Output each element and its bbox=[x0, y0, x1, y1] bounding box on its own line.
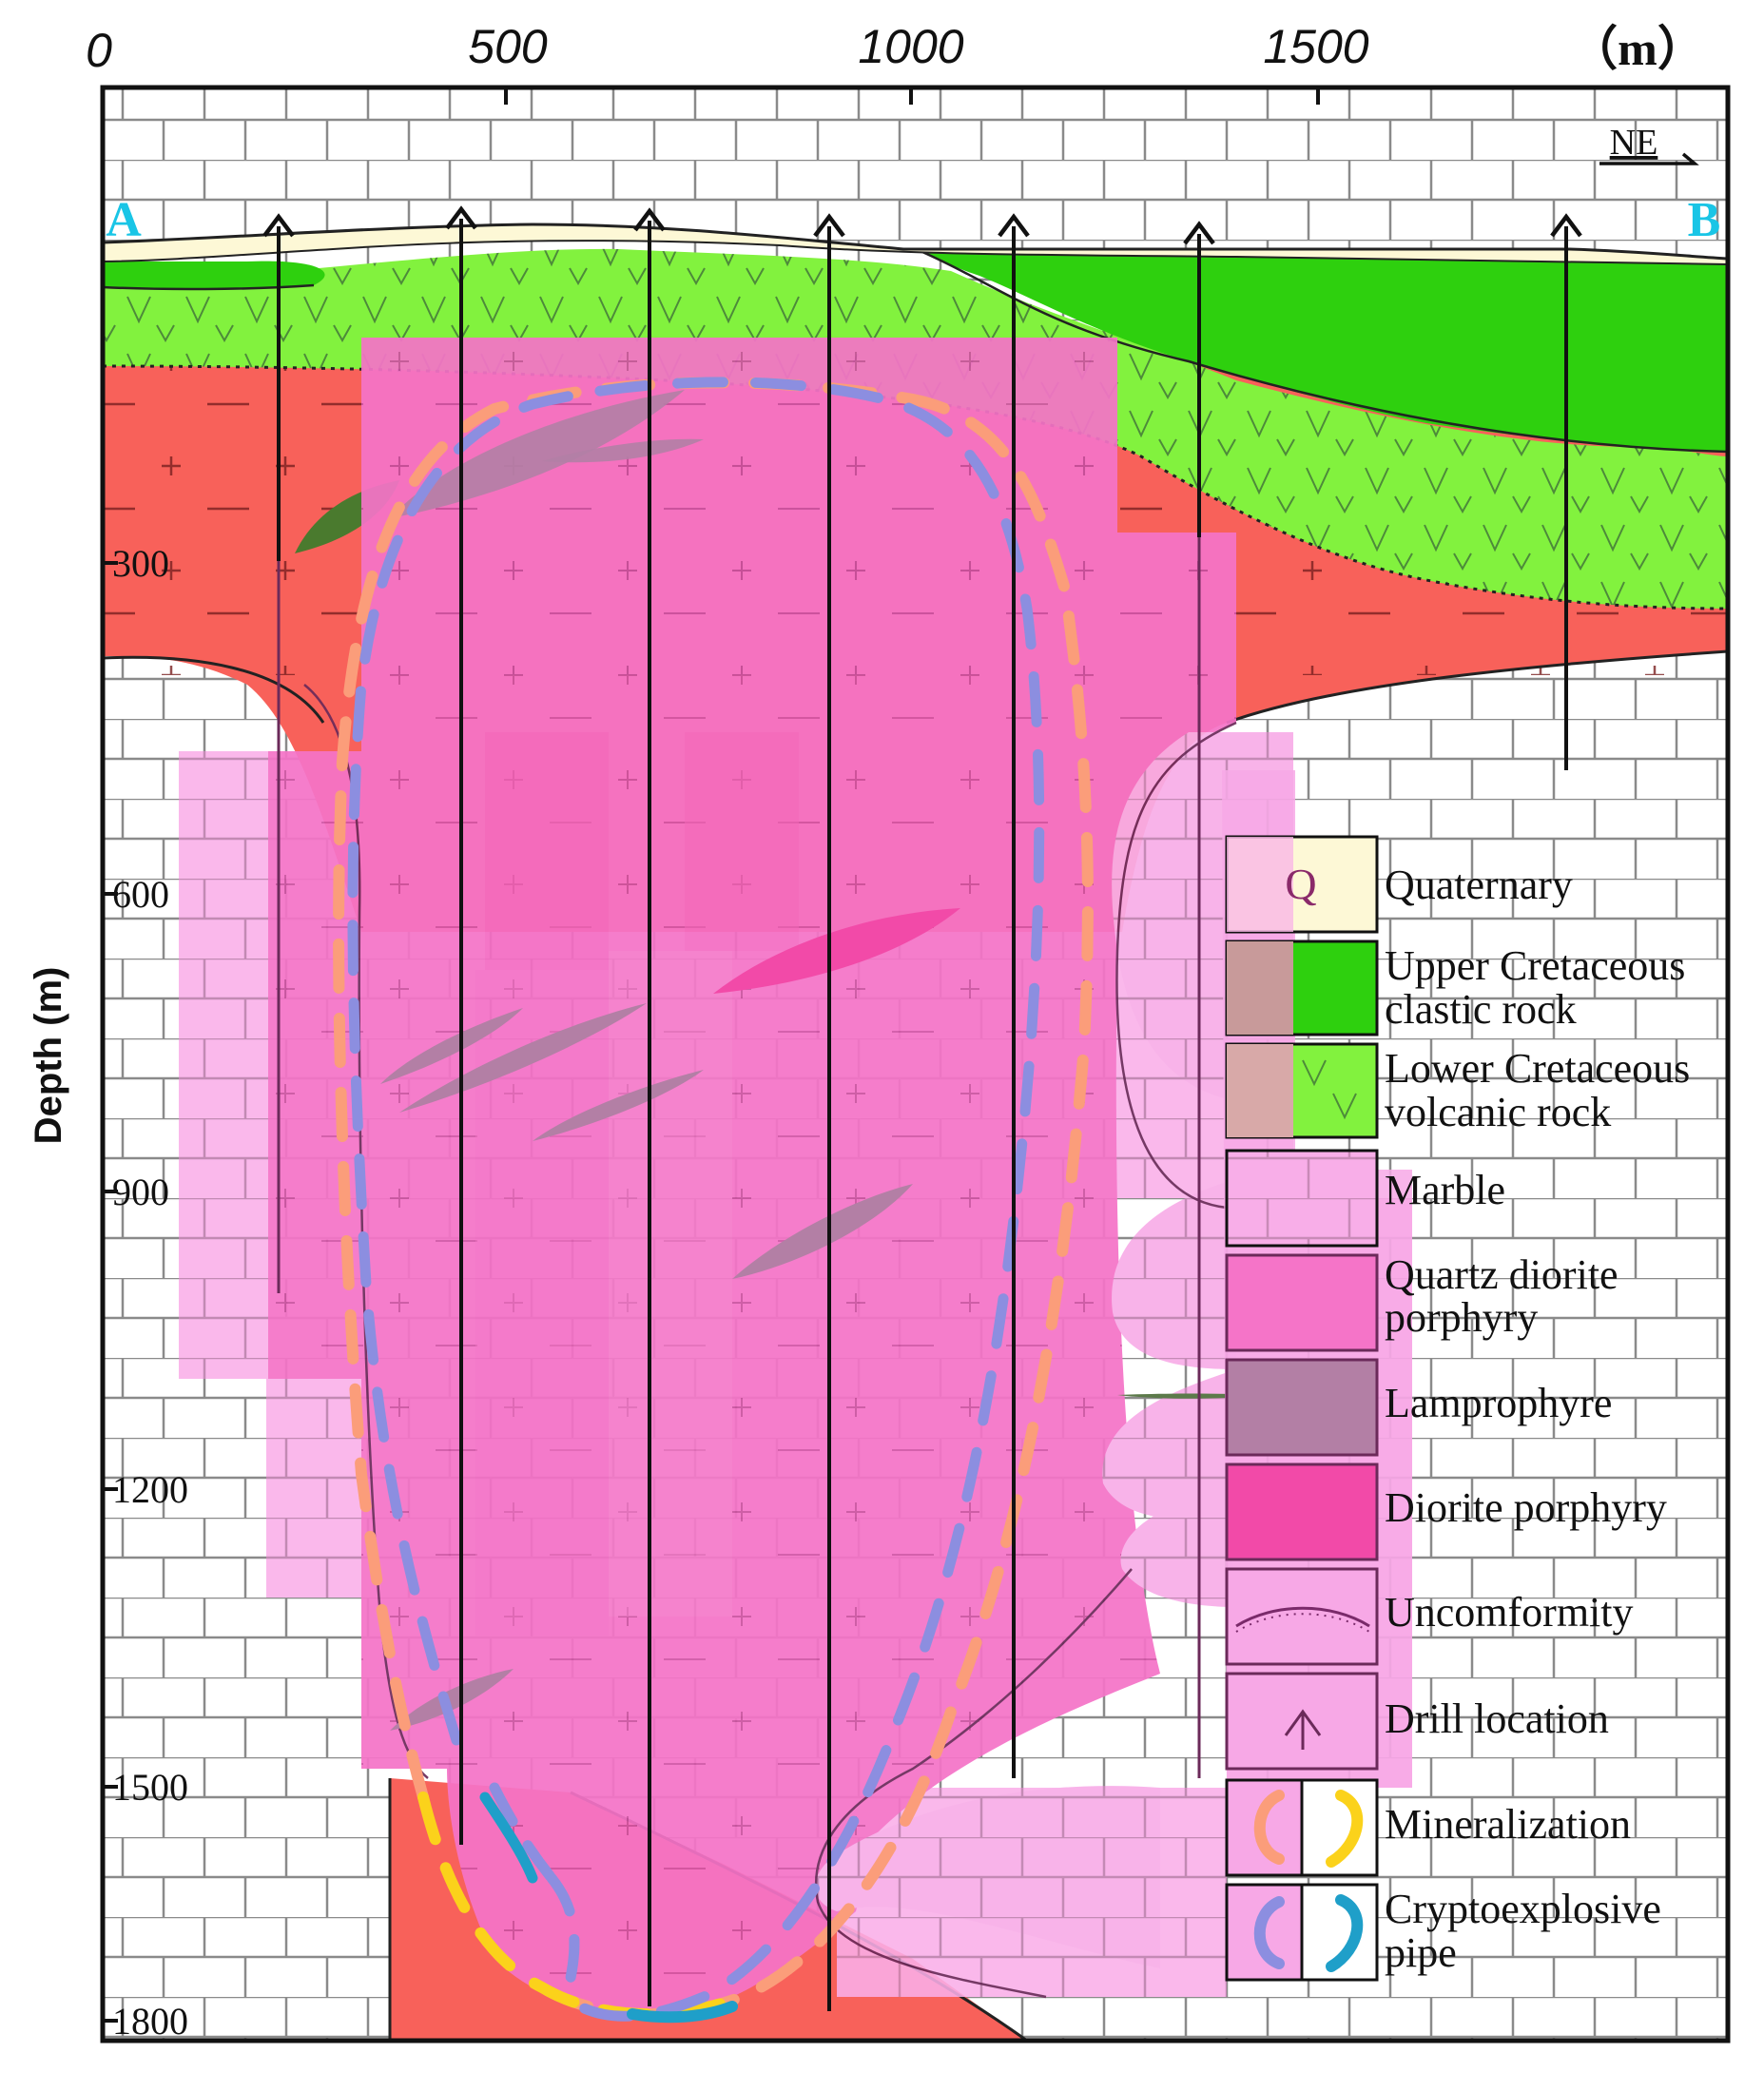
legend-label-upper-cretaceous-1: Upper Cretaceous bbox=[1385, 942, 1685, 989]
y-tick-1800: 1800 bbox=[112, 2000, 188, 2043]
y-tick-1200: 1200 bbox=[112, 1468, 188, 1511]
legend-swatch-cryptoexplosive-pipe bbox=[1225, 1883, 1379, 1982]
legend-swatch-diorite-porphyry bbox=[1225, 1462, 1379, 1561]
legend-swatch-lower-cretaceous bbox=[1225, 1042, 1379, 1139]
y-tick-300: 300 bbox=[112, 542, 169, 585]
legend-label-lamprophyre: Lamprophyre bbox=[1385, 1380, 1612, 1426]
legend-swatch-drill-location bbox=[1225, 1672, 1379, 1771]
x-axis-unit: （m） bbox=[1570, 22, 1705, 75]
x-axis: 0 500 1000 1500 （m） bbox=[86, 20, 1705, 77]
drill-location-icon bbox=[1284, 1709, 1322, 1750]
legend-label-upper-cretaceous-2: clastic rock bbox=[1385, 986, 1577, 1033]
legend-swatch-quartz-diorite bbox=[1225, 1253, 1379, 1352]
legend-swatch-quaternary: Q bbox=[1225, 835, 1379, 934]
legend-swatch-mineralization bbox=[1225, 1778, 1379, 1877]
y-tick-600: 600 bbox=[112, 873, 169, 916]
legend-label-cryptoexplosive-pipe-1: Cryptoexplosive bbox=[1385, 1886, 1661, 1932]
geology-section bbox=[103, 87, 1728, 2041]
legend-label-uncomformity: Uncomformity bbox=[1385, 1589, 1634, 1636]
legend-label-quartz-diorite-1: Quartz diorite bbox=[1385, 1251, 1619, 1298]
legend-label-drill-location: Drill location bbox=[1385, 1695, 1609, 1742]
legend-label-quartz-diorite-2: porphyry bbox=[1385, 1294, 1538, 1341]
mineralization-zone bbox=[333, 377, 1094, 2021]
svg-text:Q: Q bbox=[1285, 860, 1316, 908]
figure-frame bbox=[100, 85, 1731, 2044]
x-tick-1000: 1000 bbox=[858, 20, 963, 73]
y-tick-900: 900 bbox=[112, 1171, 169, 1213]
legend-label-lower-cretaceous-2: volcanic rock bbox=[1385, 1089, 1611, 1135]
x-axis-ticks bbox=[504, 87, 1320, 105]
legend-label-mineralization: Mineralization bbox=[1385, 1801, 1631, 1848]
x-tick-500: 500 bbox=[468, 20, 548, 73]
legend-swatch-marble bbox=[1225, 1149, 1379, 1248]
direction-arrow-icon bbox=[1599, 152, 1699, 165]
uncomformity-symbol-icon bbox=[1235, 1606, 1370, 1628]
legend-label-cryptoexplosive-pipe-2: pipe bbox=[1385, 1929, 1457, 1976]
x-tick-1500: 1500 bbox=[1263, 20, 1368, 73]
section-end-label: B bbox=[1688, 193, 1721, 247]
legend-label-quaternary: Quaternary bbox=[1385, 862, 1573, 908]
drill-location-arrows bbox=[262, 205, 1582, 245]
legend-label-marble: Marble bbox=[1385, 1167, 1505, 1213]
legend-swatch-uncomformity bbox=[1225, 1567, 1379, 1666]
x-tick-0: 0 bbox=[86, 24, 112, 77]
direction-indicator: NE bbox=[1599, 123, 1699, 165]
quaternary-unit bbox=[103, 224, 1728, 264]
legend-label-lower-cretaceous-1: Lower Cretaceous bbox=[1385, 1045, 1690, 1092]
legend-swatch-upper-cretaceous bbox=[1225, 939, 1379, 1036]
cryptoexplosive-pipe-zone bbox=[347, 377, 1045, 2024]
upper-cretaceous-unit bbox=[922, 251, 1728, 452]
drill-holes bbox=[277, 219, 1568, 2011]
y-axis-label: Depth (m) bbox=[28, 967, 69, 1145]
direction-label: NE bbox=[1610, 123, 1658, 163]
legend-label-diorite-porphyry: Diorite porphyry bbox=[1385, 1484, 1667, 1531]
y-tick-1500: 1500 bbox=[112, 1766, 188, 1809]
legend-swatch-lamprophyre bbox=[1225, 1358, 1379, 1457]
y-axis: Depth (m) 300 600 900 1200 1500 1800 bbox=[28, 542, 188, 2043]
diorite-porphyry-lens bbox=[713, 908, 960, 994]
section-start-label: A bbox=[106, 193, 142, 247]
legend: Q bbox=[1222, 770, 1690, 1982]
